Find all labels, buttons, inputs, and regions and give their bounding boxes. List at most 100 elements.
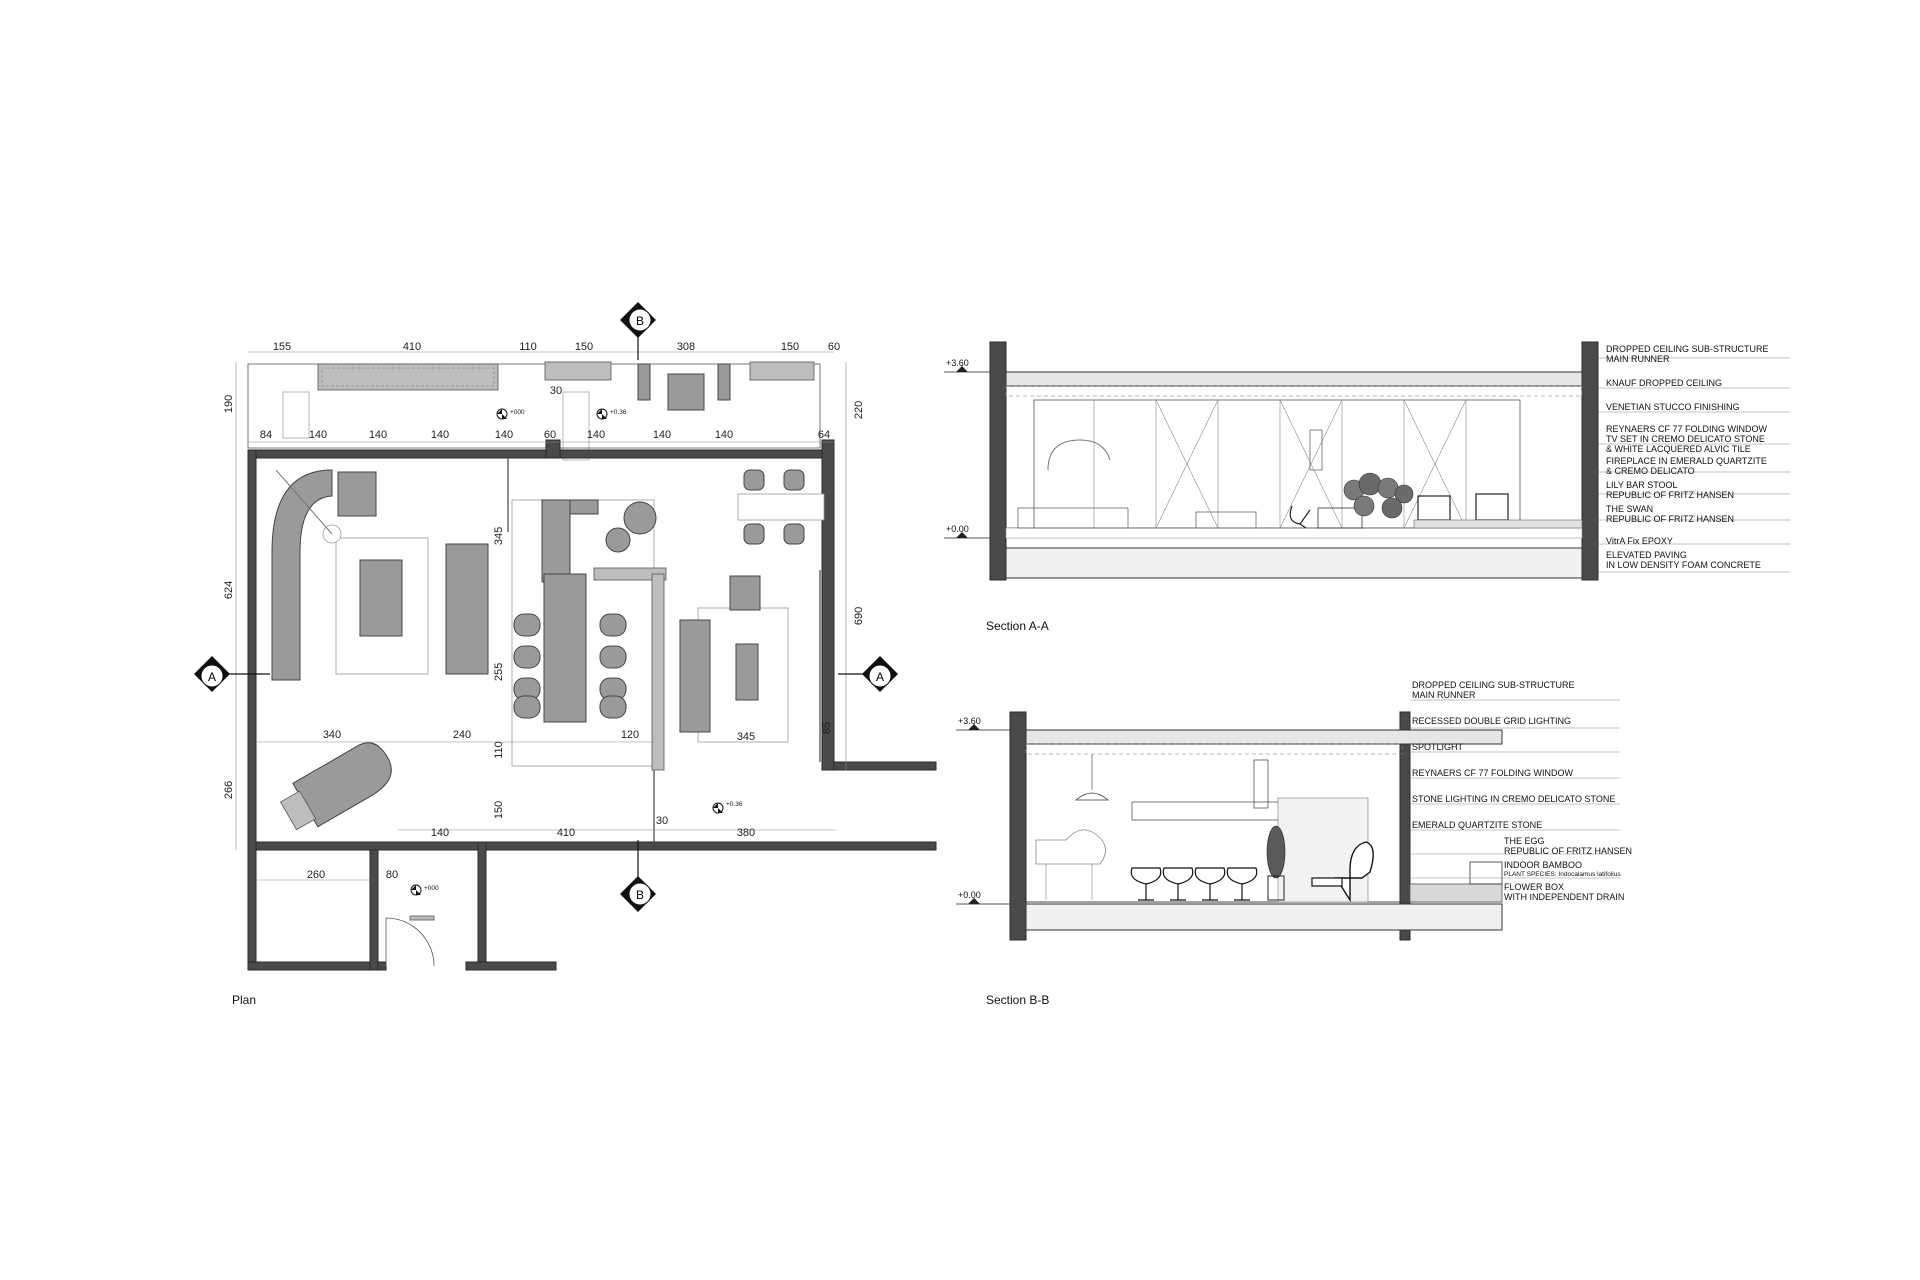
section-b-note-11: PLANT SPECIES: Indocalamus latifolius xyxy=(1504,871,1621,878)
section-b-note-4: SPOTLIGHT xyxy=(1412,742,1464,752)
plan-dimensions-right: 220 690 85 xyxy=(821,401,865,734)
wall-east-stub xyxy=(833,761,937,771)
terrace-chair-2 xyxy=(717,363,731,401)
bath-door-swing xyxy=(385,917,435,967)
section-a-notes: DROPPED CEILING SUB-STRUCTURE MAIN RUNNE… xyxy=(1606,344,1769,570)
section-a-note-8: FIREPLACE IN EMERALD QUARTZITE xyxy=(1606,456,1767,466)
wall-south-east xyxy=(485,841,937,851)
section-b-wall-left xyxy=(1009,711,1027,941)
dim-left-1: 190 xyxy=(223,395,235,413)
sofa-tv xyxy=(679,619,711,733)
dim-left-3: 266 xyxy=(223,781,235,799)
dim-ter-1: 84 xyxy=(260,429,272,441)
planter-vertical xyxy=(651,573,665,771)
bath-door-leaf xyxy=(409,915,435,921)
section-b-level-top-text: +3.60 xyxy=(958,716,981,726)
dim-top-7: 60 xyxy=(828,341,840,353)
plan-dimensions-interior: 340 240 110 120 345 345 255 150 30 30 14… xyxy=(307,385,755,881)
bar-counter xyxy=(737,493,825,521)
level-text-4: +000 xyxy=(424,885,439,892)
section-a-pendant xyxy=(1309,429,1323,471)
dim-30-a: 30 xyxy=(550,385,562,397)
dim-top-3: 110 xyxy=(519,341,537,353)
section-marker-a-left: A xyxy=(194,656,270,692)
section-a-note-16: IN LOW DENSITY FOAM CONCRETE xyxy=(1606,560,1761,570)
planter-small-1 xyxy=(544,361,612,381)
terrace-table xyxy=(667,373,705,411)
section-a-slab-bottom xyxy=(1005,547,1583,579)
section-b-note-10: INDOOR BAMBOO xyxy=(1504,860,1582,870)
wall-north-west xyxy=(255,449,547,459)
section-b-slab-bottom xyxy=(1025,903,1503,931)
section-marker-a-right: A xyxy=(838,656,898,692)
section-b-stone-lighting xyxy=(1131,801,1285,821)
section-a-slab-top xyxy=(1005,371,1583,387)
section-b-ceiling xyxy=(1025,743,1403,755)
section-b-wall-right xyxy=(1399,711,1411,941)
dim-right-1: 220 xyxy=(853,401,865,419)
terrace-outline xyxy=(247,363,821,449)
bar-stools xyxy=(743,469,805,545)
dining-chairs xyxy=(513,613,627,719)
plan-caption: Plan xyxy=(232,993,256,1007)
wall-column xyxy=(545,439,561,459)
section-b-flower-box xyxy=(1409,883,1503,903)
section-a-note-6: TV SET IN CREMO DELICATO STONE xyxy=(1606,434,1765,444)
planter-hatch xyxy=(321,367,495,387)
section-a-note-2: MAIN RUNNER xyxy=(1606,354,1670,364)
dim-top-2: 410 xyxy=(403,341,421,353)
planter-small-2 xyxy=(749,361,815,381)
section-b-chairs xyxy=(1130,867,1258,901)
section-a-bar xyxy=(1317,507,1363,529)
dim-ter-7: 140 xyxy=(587,429,605,441)
wall-bath-east xyxy=(477,841,487,971)
tv-table xyxy=(735,643,759,701)
kitchen-counter xyxy=(541,499,571,583)
dim-340: 340 xyxy=(323,729,341,741)
dim-260: 260 xyxy=(307,869,325,881)
section-a-note-15: ELEVATED PAVING xyxy=(1606,550,1687,560)
section-a-sofa xyxy=(1017,507,1129,529)
sofa-living xyxy=(445,543,489,675)
section-b-note-2: MAIN RUNNER xyxy=(1412,690,1476,700)
section-a-folding-window xyxy=(1033,399,1521,529)
section-b-note-6: STONE LIGHTING IN CREMO DELICATO STONE xyxy=(1412,794,1615,804)
section-b-note-12: FLOWER BOX xyxy=(1504,882,1564,892)
armchair-tv xyxy=(729,575,761,611)
section-a-level-top: +3.60 xyxy=(944,358,990,373)
level-text-1: +000 xyxy=(510,409,525,416)
section-b-column xyxy=(1253,759,1269,809)
section-marker-b-top: B xyxy=(620,302,656,360)
dim-ter-8: 140 xyxy=(653,429,671,441)
level-marker-2: +0.36 xyxy=(596,408,627,420)
dim-ter-10: 64 xyxy=(818,429,830,441)
dim-left-2: 624 xyxy=(223,581,235,599)
section-b-pendant-shade xyxy=(1074,792,1110,801)
section-b-label-top: B xyxy=(636,314,644,328)
dim-top-1: 155 xyxy=(273,341,291,353)
wall-west xyxy=(247,449,257,971)
section-b-caption: Section B-B xyxy=(986,993,1049,1007)
wall-north-east xyxy=(559,449,823,459)
dim-240: 240 xyxy=(453,729,471,741)
section-b-level-bottom-text: +0.00 xyxy=(958,890,981,900)
plan-dimensions-top: 155 410 110 150 308 150 60 xyxy=(273,341,840,353)
dim-ter-4: 140 xyxy=(431,429,449,441)
section-a-caption: Section A-A xyxy=(986,619,1049,633)
section-a-note-1: DROPPED CEILING SUB-STRUCTURE xyxy=(1606,344,1769,354)
section-b-note-9: REPUBLIC OF FRITZ HANSEN xyxy=(1504,846,1632,856)
terrace-grate-1 xyxy=(282,391,310,439)
section-b-note-1: DROPPED CEILING SUB-STRUCTURE xyxy=(1412,680,1575,690)
sectional-sofa xyxy=(271,469,333,681)
section-a-note-11: REPUBLIC OF FRITZ HANSEN xyxy=(1606,490,1734,500)
coffee-table xyxy=(359,559,403,637)
lounge-chair xyxy=(337,471,377,517)
section-a-armchair xyxy=(1417,495,1451,521)
level-marker-1: +000 xyxy=(496,408,525,420)
section-a-raised-floor xyxy=(1413,519,1583,529)
dim-ter-3: 140 xyxy=(369,429,387,441)
dim-150: 150 xyxy=(493,801,505,819)
section-b-egg-chair xyxy=(1334,841,1374,903)
section-a-level-bottom: +0.00 xyxy=(944,524,990,539)
section-b-note-3: RECESSED DOUBLE GRID LIGHTING xyxy=(1412,716,1571,726)
